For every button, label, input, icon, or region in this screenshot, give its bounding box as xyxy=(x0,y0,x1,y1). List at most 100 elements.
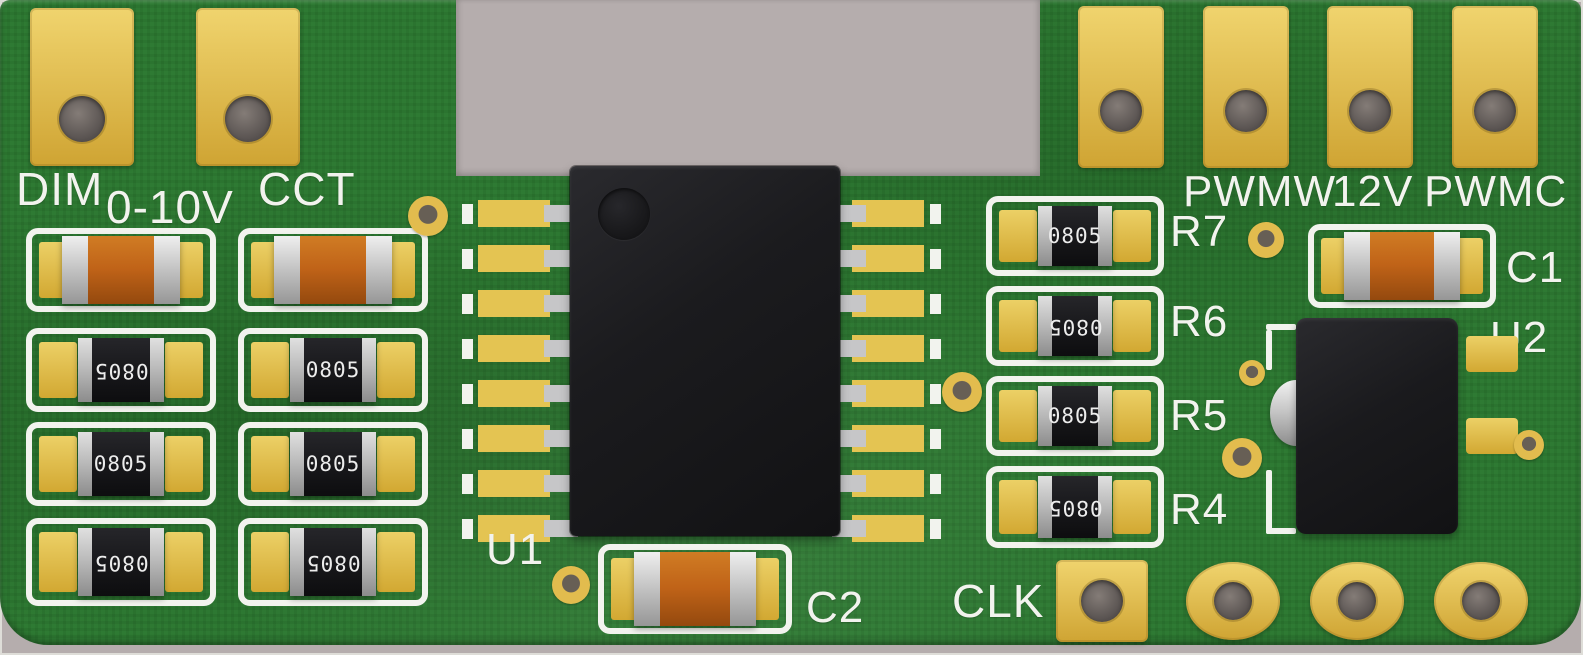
smd-pad xyxy=(251,436,289,492)
pad-hole xyxy=(1462,582,1500,620)
oval-pad xyxy=(1310,562,1404,640)
smd-pad xyxy=(39,436,77,492)
silkscreen-label-pwmw: PWMW xyxy=(1183,167,1337,216)
tht-pad-pwmc xyxy=(1452,6,1538,168)
tht-pad-12v xyxy=(1327,6,1413,168)
smd-pad xyxy=(251,342,289,398)
ic-u2-body xyxy=(1296,318,1458,534)
capacitor-body xyxy=(274,236,392,304)
resistor-r7: 0805 xyxy=(986,196,1164,276)
resistor-body: 0805 xyxy=(1038,206,1112,266)
smd-pad xyxy=(999,480,1037,534)
smd-pad xyxy=(39,532,77,592)
smd-marking: 0805 xyxy=(93,550,149,575)
silkscreen-label-12v: 12V xyxy=(1332,167,1414,216)
pad-hole xyxy=(1338,582,1376,620)
tht-pad-dim xyxy=(30,8,134,166)
smd-pad xyxy=(377,342,415,398)
resistor-r5: 0805 xyxy=(986,376,1164,456)
designator-r4: R4 xyxy=(1170,485,1229,534)
resistor-r6: 0805 xyxy=(986,286,1164,366)
tht-pad-clk xyxy=(1056,560,1148,642)
smd-capacitor-c2 xyxy=(598,544,792,634)
resistor-body: 0805 xyxy=(1038,476,1112,538)
silkscreen-mark xyxy=(1266,330,1272,370)
smd-marking: 0805 xyxy=(305,451,361,476)
smd-capacitor xyxy=(26,228,216,312)
designator-r5: R5 xyxy=(1170,391,1229,440)
pad-hole xyxy=(225,96,271,142)
capacitor-body xyxy=(1344,232,1460,300)
smd-pad xyxy=(377,436,415,492)
silkscreen-mark xyxy=(1266,470,1272,534)
resistor-body: 0805 xyxy=(290,528,376,596)
smd-marking: 0805 xyxy=(1047,314,1103,339)
smd-pad xyxy=(251,532,289,592)
resistor-body: 0805 xyxy=(1038,386,1112,446)
pad-hole xyxy=(1214,582,1252,620)
ic-u1-body xyxy=(570,166,840,536)
oval-pad xyxy=(1186,562,1280,640)
oval-pad xyxy=(1434,562,1528,640)
ic-silk-ticks-right xyxy=(930,194,941,554)
silkscreen-label-0-10v: 0-10V xyxy=(106,181,234,233)
designator-u1: U1 xyxy=(486,525,545,574)
smd-marking: 0805 xyxy=(1047,223,1103,248)
smd-capacitor xyxy=(238,228,428,312)
smd-pad xyxy=(165,532,203,592)
resistor-body: 0805 xyxy=(78,338,164,402)
smd-marking: 0805 xyxy=(1047,403,1103,428)
via xyxy=(1248,222,1284,258)
silkscreen-label-pwmc: PWMC xyxy=(1424,167,1568,216)
pin1-indent xyxy=(598,188,650,240)
resistor-body: 0805 xyxy=(1038,296,1112,356)
designator-c2: C2 xyxy=(806,583,865,632)
smd-pad xyxy=(1113,390,1151,442)
smd-pad xyxy=(999,210,1037,262)
via xyxy=(1222,438,1262,478)
designator-c1: C1 xyxy=(1506,243,1565,292)
via xyxy=(1239,360,1265,386)
tht-pad-1 xyxy=(1078,6,1164,168)
smd-pad xyxy=(1113,210,1151,262)
smd-pad xyxy=(1113,300,1151,352)
smd-pad xyxy=(165,436,203,492)
silkscreen-label-cct: CCT xyxy=(258,163,356,215)
via xyxy=(1514,430,1544,460)
pad-hole xyxy=(1100,90,1142,132)
silkscreen-mark xyxy=(1266,324,1296,330)
smd-resistor: 0805 xyxy=(238,518,428,606)
silkscreen-label-dim: DIM xyxy=(16,163,104,215)
resistor-body: 0805 xyxy=(78,432,164,496)
silkscreen-label-clk: CLK xyxy=(952,575,1045,627)
smd-pad xyxy=(39,342,77,398)
pad-hole xyxy=(1349,90,1391,132)
ic-silk-ticks-left xyxy=(462,194,473,554)
resistor-body: 0805 xyxy=(78,528,164,596)
smd-resistor: 0805 xyxy=(238,422,428,506)
via xyxy=(552,566,590,604)
smd-pad xyxy=(999,300,1037,352)
smd-pad xyxy=(1466,418,1518,454)
smd-marking: 0805 xyxy=(93,451,149,476)
designator-r7: R7 xyxy=(1170,207,1229,256)
smd-resistor: 0805 xyxy=(26,518,216,606)
resistor-body: 0805 xyxy=(290,338,376,402)
pad-hole xyxy=(59,96,105,142)
smd-pad xyxy=(999,390,1037,442)
via xyxy=(408,196,448,236)
smd-pad xyxy=(1113,480,1151,534)
smd-pad xyxy=(377,532,415,592)
silkscreen-mark xyxy=(1266,528,1296,534)
tht-pad-cct xyxy=(196,8,300,166)
resistor-body: 0805 xyxy=(290,432,376,496)
smd-resistor: 0805 xyxy=(26,328,216,412)
smd-marking: 0805 xyxy=(1047,495,1103,520)
pad-hole xyxy=(1081,580,1123,622)
smd-marking: 0805 xyxy=(305,357,361,382)
resistor-r4: 0805 xyxy=(986,466,1164,548)
capacitor-body xyxy=(62,236,180,304)
via xyxy=(942,372,982,412)
pad-hole xyxy=(1225,90,1267,132)
